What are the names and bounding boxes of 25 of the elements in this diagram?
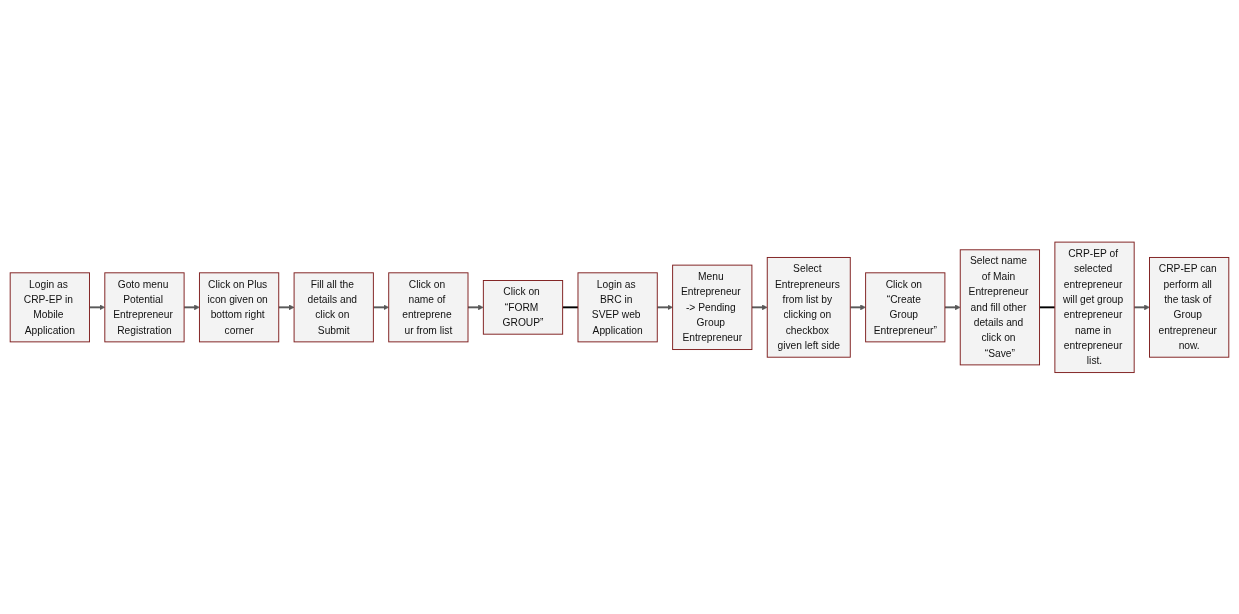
- arrow: [183, 304, 200, 310]
- connector: [561, 306, 579, 308]
- node-box: Login as BRC in SVEP web Application: [577, 271, 658, 342]
- node-box: Select Entrepreneurs from list by clicking on checkbox given left side: [766, 256, 851, 358]
- arrow: [943, 304, 961, 310]
- node-box: CRP-EP of selected entrepreneur will get group entrepreneur name in entrepreneur list.: [1054, 241, 1135, 373]
- node-box: Fill all the details and click on Submit: [293, 271, 374, 342]
- arrow: [849, 304, 866, 310]
- node-box: Click on “FORM GROUP”: [482, 279, 564, 335]
- node-box: Goto menu Potential Entrepreneur Registration: [104, 271, 185, 342]
- arrow: [656, 304, 673, 310]
- node-box: Click on Plus icon given on bottom right corner: [198, 271, 280, 342]
- node-box: Select name of Main Entrepreneur and fill other details and click on “Save”: [959, 248, 1040, 366]
- arrow: [1133, 304, 1150, 310]
- node-box: Login as CRP-EP in Mobile Application: [9, 271, 90, 342]
- arrow: [372, 304, 389, 310]
- node-box: Click on name of entreprene ur from list: [388, 271, 469, 342]
- arrow: [88, 304, 106, 310]
- arrow: [277, 304, 295, 310]
- node-box: CRP-EP can perform all the task of Group entrepreneur now.: [1149, 256, 1230, 358]
- node-box: Click on “Create Group Entrepreneur”: [865, 271, 946, 342]
- arrow: [750, 304, 768, 310]
- node-box: Menu Entrepreneur -> Pending Group Entrepreneur: [672, 264, 753, 350]
- arrow: [467, 304, 484, 310]
- connector: [1038, 306, 1056, 308]
